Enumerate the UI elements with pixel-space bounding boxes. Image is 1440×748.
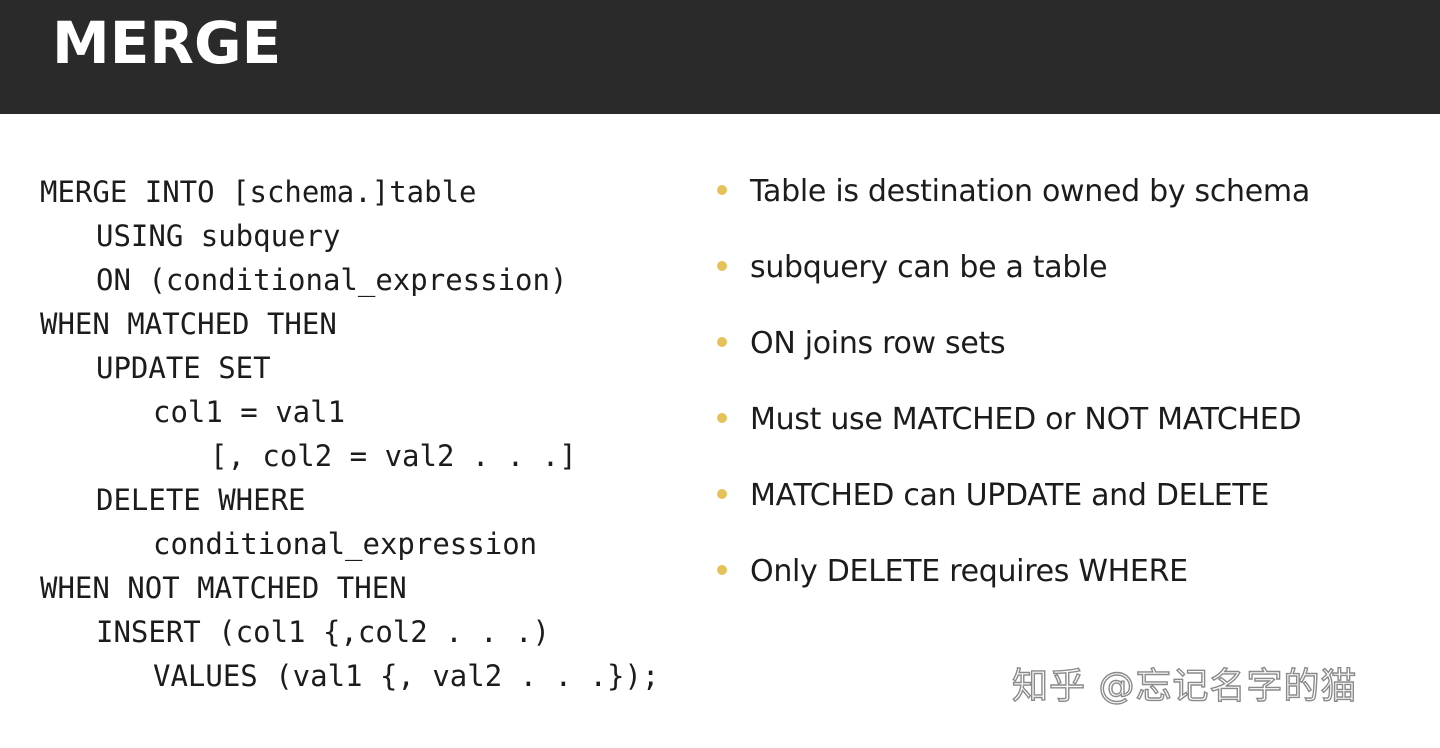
code-line: DELETE WHERE (96, 483, 306, 517)
slide-title: MERGE (52, 9, 282, 77)
code-line: [, col2 = val2 . . .] (210, 439, 577, 473)
bullet-text: ON joins row sets (750, 326, 1006, 361)
code-line: ON (conditional_expression) (96, 263, 568, 297)
code-line: VALUES (val1 {, val2 . . .}); (153, 659, 660, 693)
bullet-dot-icon (717, 413, 727, 423)
bullet-item: MATCHED can UPDATE and DELETE (714, 472, 1414, 548)
code-line: MERGE INTO [schema.]table (40, 175, 477, 209)
bullet-text: Table is destination owned by schema (750, 174, 1310, 209)
code-line: col1 = val1 (153, 395, 346, 429)
bullet-dot-icon (717, 489, 727, 499)
bullet-item: Only DELETE requires WHERE (714, 548, 1414, 624)
bullet-list: Table is destination owned by schema subq… (714, 168, 1414, 624)
bullet-dot-icon (717, 261, 727, 271)
bullet-dot-icon (717, 337, 727, 347)
bullet-item: subquery can be a table (714, 244, 1414, 320)
bullet-text: subquery can be a table (750, 250, 1108, 285)
code-line: WHEN NOT MATCHED THEN (40, 571, 407, 605)
bullet-dot-icon (717, 565, 727, 575)
bullet-text: MATCHED can UPDATE and DELETE (750, 478, 1270, 513)
code-line: UPDATE SET (96, 351, 271, 385)
title-bar: MERGE (0, 0, 1440, 114)
bullet-dot-icon (717, 185, 727, 195)
code-line: USING subquery (96, 219, 341, 253)
watermark-text: 知乎 @忘记名字的猫 (1011, 665, 1358, 707)
bullet-item: Table is destination owned by schema (714, 168, 1414, 244)
code-line: WHEN MATCHED THEN (40, 307, 337, 341)
code-line: INSERT (col1 {,col2 . . .) (96, 615, 550, 649)
bullet-text: Must use MATCHED or NOT MATCHED (750, 402, 1302, 437)
bullet-item: Must use MATCHED or NOT MATCHED (714, 396, 1414, 472)
code-line: conditional_expression (153, 527, 538, 561)
bullet-item: ON joins row sets (714, 320, 1414, 396)
bullet-text: Only DELETE requires WHERE (750, 554, 1188, 589)
